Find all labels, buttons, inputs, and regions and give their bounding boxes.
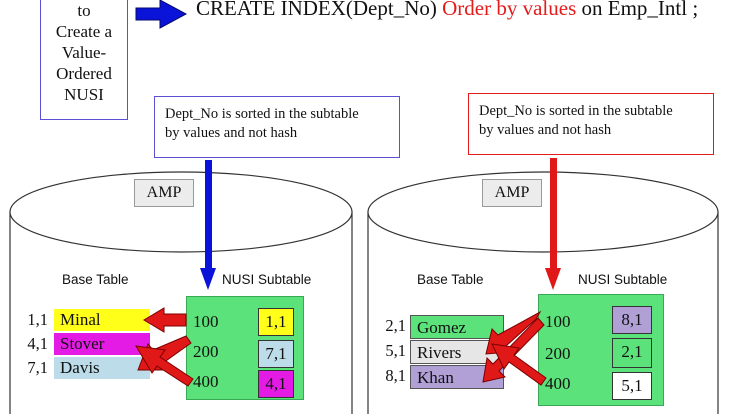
table-row: Minal — [54, 309, 150, 331]
nusi-rowid-cell: 2,1 — [612, 338, 652, 368]
nusi-subtable-label-left: NUSI Subtable — [222, 272, 312, 287]
intro-line: NUSI — [64, 85, 104, 104]
table-row: Khan — [410, 365, 504, 389]
nusi-value: 400 — [545, 374, 571, 393]
table-row: Davis — [54, 357, 150, 379]
intro-box: to Create a Value- Ordered NUSI — [40, 0, 128, 120]
nusi-rowid-cell: 4,1 — [258, 370, 294, 398]
intro-line: Ordered — [56, 64, 112, 83]
sort-arrow-left — [200, 160, 216, 290]
nusi-value: 100 — [193, 312, 219, 331]
command-arrow-icon — [135, 0, 188, 29]
nusi-rowid-cell: 7,1 — [258, 340, 294, 368]
nusi-value: 400 — [193, 372, 219, 391]
base-table-label-left: Base Table — [62, 272, 129, 287]
amp-label-right: AMP — [482, 179, 542, 207]
base-table-label-right: Base Table — [417, 272, 484, 287]
nusi-rowid-cell: 1,1 — [258, 308, 294, 336]
row-id: 5,1 — [385, 341, 406, 360]
table-row: Stover — [54, 333, 150, 355]
row-id: 8,1 — [385, 366, 406, 385]
amp-label-left: AMP — [134, 179, 194, 207]
amp-cylinder-left — [9, 171, 353, 414]
command-order-clause: Order by values — [442, 0, 577, 20]
sort-arrow-right — [545, 158, 561, 290]
nusi-value: 200 — [545, 344, 571, 363]
note-box-left: Dept_No is sorted in the subtable by val… — [154, 96, 400, 158]
note-box-right: Dept_No is sorted in the subtable by val… — [468, 93, 714, 155]
note-line: by values and not hash — [479, 122, 612, 138]
note-line: by values and not hash — [165, 125, 298, 141]
table-row: Rivers — [410, 340, 504, 364]
nusi-rowid-cell: 5,1 — [612, 372, 652, 400]
nusi-subtable-label-right: NUSI Subtable — [578, 272, 668, 287]
note-line: Dept_No is sorted in the subtable — [165, 106, 359, 122]
row-id: 4,1 — [27, 334, 48, 353]
intro-line: to — [77, 1, 91, 20]
command-suffix: on Emp_Intl ; — [576, 0, 699, 20]
row-id: 1,1 — [27, 310, 48, 329]
intro-line: Create a — [55, 22, 113, 41]
intro-line: Value- — [61, 43, 107, 62]
amp-cylinder-right — [367, 171, 719, 414]
create-index-command: CREATE INDEX(Dept_No) Order by values on… — [196, 0, 698, 21]
note-line: Dept_No is sorted in the subtable — [479, 103, 673, 119]
row-id: 2,1 — [385, 316, 406, 335]
nusi-value: 200 — [193, 342, 219, 361]
row-id: 7,1 — [27, 358, 48, 377]
command-prefix: CREATE INDEX(Dept_No) — [196, 0, 443, 20]
nusi-value: 100 — [545, 312, 571, 331]
nusi-rowid-cell: 8,1 — [612, 306, 652, 334]
table-row: Gomez — [410, 315, 504, 339]
